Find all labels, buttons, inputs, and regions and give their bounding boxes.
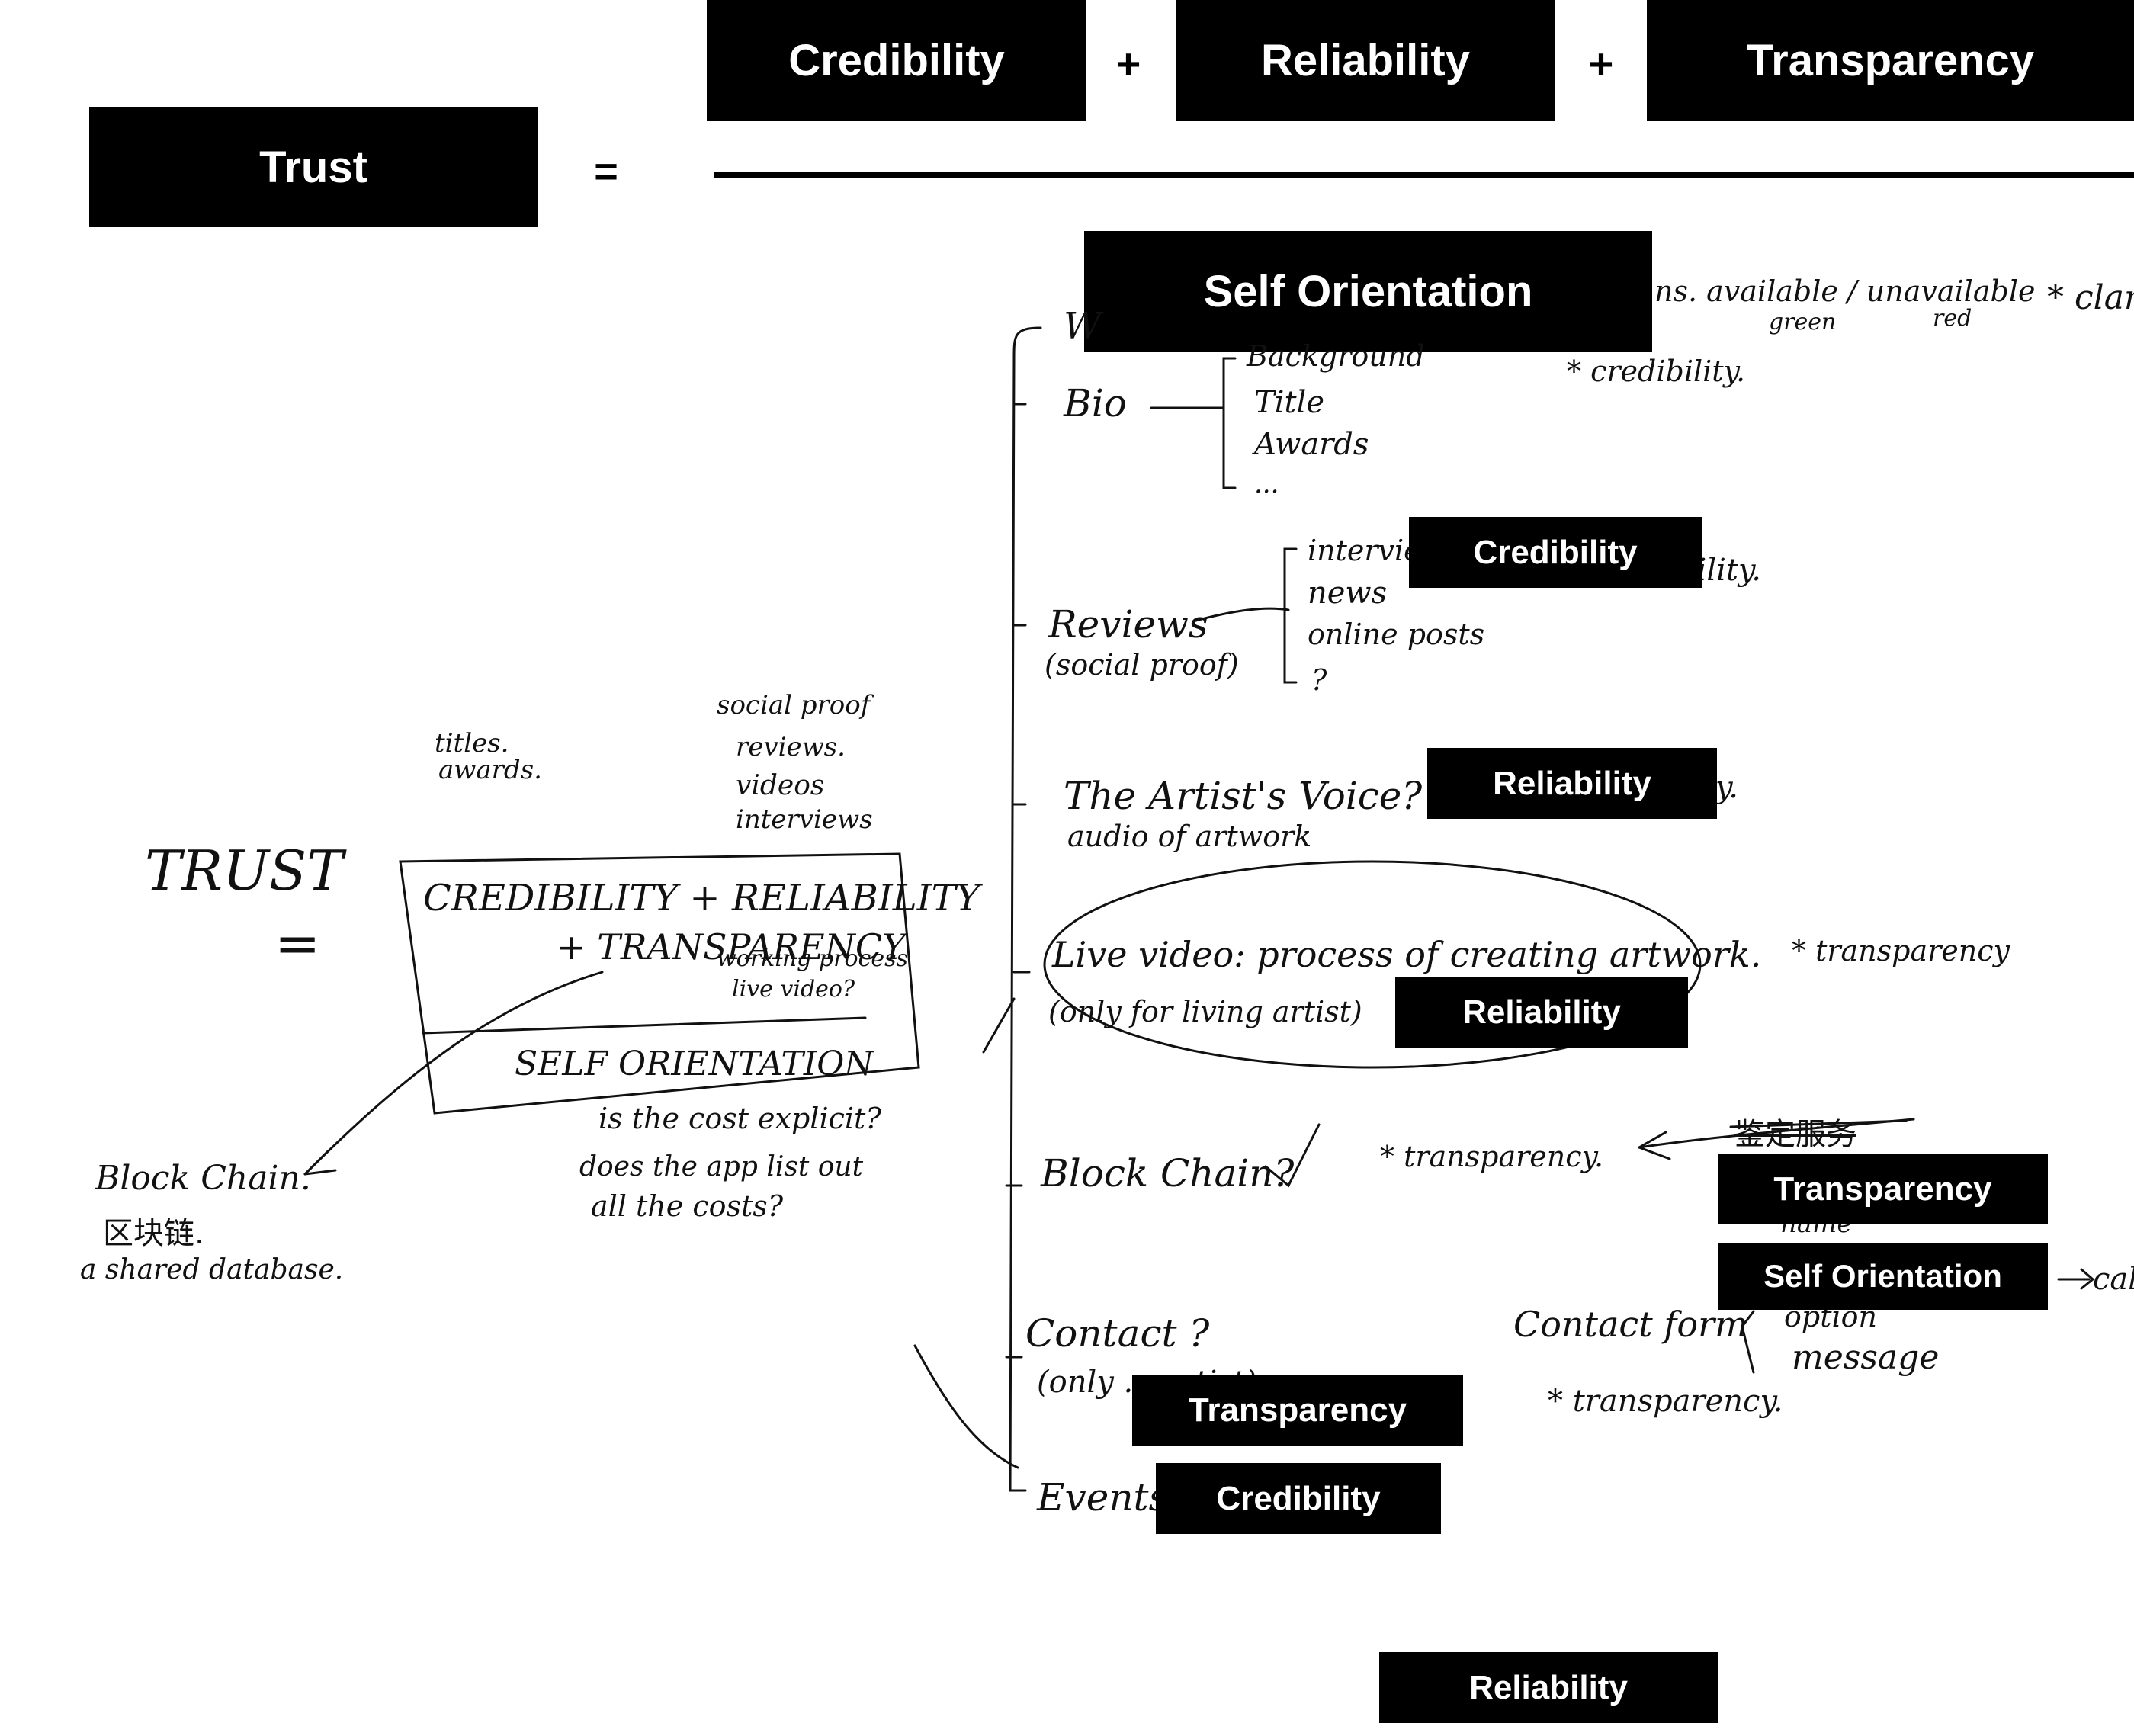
hw-cost-explicit: is the cost explicit? xyxy=(598,1102,881,1135)
hw-contact: Contact ? xyxy=(1025,1311,1210,1356)
hw-trust: TRUST xyxy=(145,839,344,903)
hw-blockchain: Block Chain. xyxy=(95,1159,311,1198)
hw-green: green xyxy=(1769,309,1837,335)
hw-reviews: reviews. xyxy=(736,732,846,762)
hw-cn-strike: 鉴定服务 xyxy=(1734,1117,1856,1152)
reliability-term: Reliability xyxy=(1176,0,1555,121)
hw-trust-eq: = xyxy=(274,911,321,975)
arrow-to-events xyxy=(913,1344,1019,1469)
hw-ellipsis: ... xyxy=(1254,469,1279,499)
hw-videos: videos xyxy=(736,770,825,801)
hw-star-credibility: * credibility. xyxy=(1567,355,1746,388)
hw-star-transparency-2: * transparency. xyxy=(1380,1140,1604,1173)
hw-background: Background xyxy=(1247,339,1425,373)
hw-cale: cale xyxy=(2093,1262,2134,1297)
hw-awards: awards. xyxy=(438,755,542,785)
hw-box-denominator: SELF ORIENTATION xyxy=(515,1044,874,1083)
hw-star-transparency-3: * transparency. xyxy=(1548,1384,1783,1419)
hw-clar: * clar xyxy=(2047,278,2134,317)
arrowhead-blockchain xyxy=(303,1150,337,1176)
hw-shared-db: a shared database. xyxy=(80,1254,344,1285)
main-bracket xyxy=(1009,326,1042,1492)
hw-box-line2: + TRANSPARENCY xyxy=(557,926,906,967)
hw-artist-voice: The Artist's Voice? xyxy=(1064,774,1423,818)
hw-message: message xyxy=(1792,1338,1940,1377)
sketch-box-divider xyxy=(422,1016,867,1035)
hw-audio: audio of artwork xyxy=(1067,820,1312,853)
hw-reviews-r: Reviews xyxy=(1048,602,1208,647)
hw-working-process: working process xyxy=(717,945,908,972)
hw-awards-r: Awards xyxy=(1254,427,1369,462)
equals-sign: = xyxy=(594,149,618,194)
hw-list-costs-2: all the costs? xyxy=(591,1189,784,1223)
hw-social-proof: social proof xyxy=(717,690,871,720)
hw-titles: titles. xyxy=(435,728,509,759)
hw-availability: ns. available / unavailable xyxy=(1654,274,2036,308)
trust-term: Trust xyxy=(89,107,538,227)
hw-online-posts: online posts xyxy=(1308,618,1485,651)
arrow-to-blockchain xyxy=(303,971,604,1176)
hw-q-mark: ? xyxy=(1311,663,1327,697)
hw-events: Events xyxy=(1037,1475,1169,1519)
hw-y-tail: y. xyxy=(1715,770,1738,805)
label-credibility-1: Credibility xyxy=(1409,517,1702,588)
hw-list-costs-1: does the app list out xyxy=(579,1151,864,1182)
hw-red: red xyxy=(1933,305,1972,332)
label-reliability-2: Reliability xyxy=(1395,977,1688,1048)
hw-live-video-q: live video? xyxy=(732,976,855,1003)
plus-sign-2: + xyxy=(1588,39,1614,88)
hw-bio: Bio xyxy=(1064,381,1127,425)
label-transparency-1: Transparency xyxy=(1718,1154,2048,1224)
hw-contact-form: Contact form xyxy=(1513,1304,1748,1345)
hw-block-chain-q: Block Chain? xyxy=(1041,1151,1295,1195)
label-reliability-3: Reliability xyxy=(1379,1652,1718,1723)
hw-social-proof-r: (social proof) xyxy=(1045,648,1239,682)
hw-interviews: interviews xyxy=(736,804,873,835)
hw-w-stub: W xyxy=(1064,305,1102,348)
sketch-box-outline xyxy=(399,852,920,1115)
hw-box-line1: CREDIBILITY + RELIABILITY xyxy=(423,877,980,919)
self-orientation-term: Self Orientation xyxy=(1084,231,1652,352)
label-self-orientation-1: Self Orientation xyxy=(1718,1243,2048,1310)
credibility-term: Credibility xyxy=(707,0,1086,121)
live-video-circle xyxy=(1043,860,1702,1069)
plus-sign-1: + xyxy=(1115,39,1141,88)
hw-live-video: Live video: process of creating artwork. xyxy=(1052,934,1762,975)
label-credibility-2: Credibility xyxy=(1156,1463,1441,1534)
label-reliability-1: Reliability xyxy=(1427,748,1717,819)
fraction-bar xyxy=(714,172,2134,178)
hw-star-transparency-1: * transparency xyxy=(1792,934,2010,967)
hw-title: Title xyxy=(1254,385,1325,420)
transparency-term: Transparency xyxy=(1647,0,2134,121)
hw-news: news xyxy=(1308,576,1388,611)
hw-blockchain-cn: 区块链. xyxy=(103,1216,204,1251)
label-transparency-2: Transparency xyxy=(1132,1375,1463,1446)
hw-living-artist: (only for living artist) xyxy=(1048,995,1362,1028)
